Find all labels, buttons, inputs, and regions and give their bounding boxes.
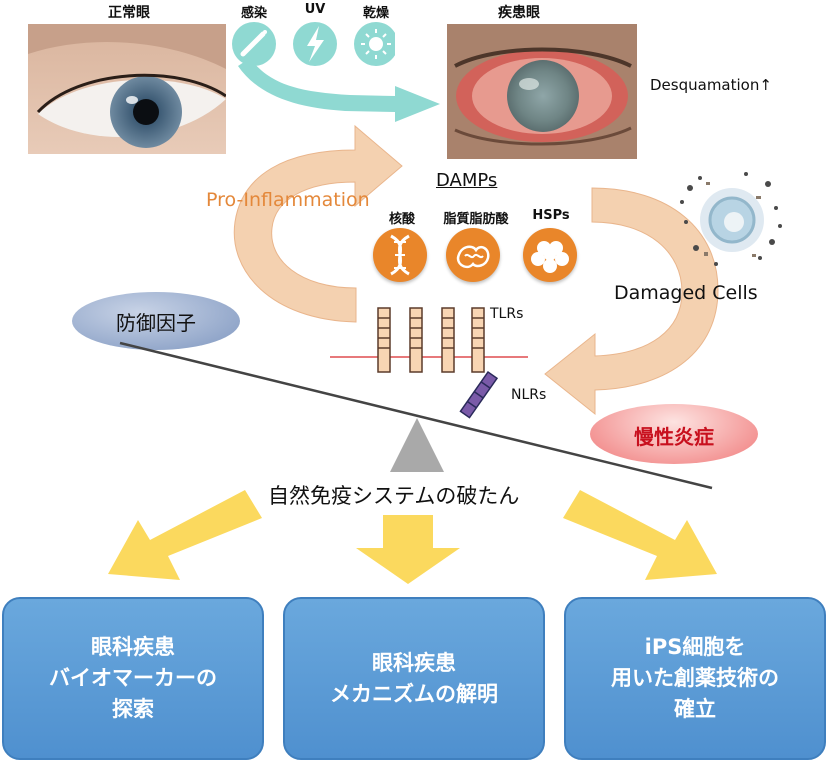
bacteria-icon: [232, 22, 276, 66]
lightning-icon: [293, 22, 337, 66]
factor-label-uv: UV: [304, 2, 326, 17]
outcome-text-biomarker: 眼科疾患 バイオマーカーの 探索: [49, 635, 217, 721]
factor-label-dryness: 乾燥: [362, 6, 389, 21]
diseased-eye-photo: [447, 24, 637, 159]
balance-beam: [119, 341, 713, 490]
outcome-text-ips: iPS細胞を 用いた創薬技術の 確立: [611, 635, 779, 721]
defense-factor-oval: 防御因子: [72, 292, 240, 350]
damaged-cells-label: Damaged Cells: [614, 282, 758, 304]
breakdown-label: 自然免疫システムの破たん: [268, 484, 520, 508]
pro-inflammation-arrow: [233, 124, 403, 323]
diseased-eye-label: 疾患眼: [498, 5, 540, 21]
outcome-box-mechanism: 眼科疾患 メカニズムの解明: [283, 597, 545, 760]
damp-label-nucleic-acid: 核酸: [388, 212, 415, 227]
sun-icon: [354, 22, 395, 66]
nlrs-label: NLRs: [511, 387, 547, 403]
factor-icons: [232, 22, 395, 66]
pro-inflammation-label: Pro-Inflammation: [206, 189, 370, 211]
desquamation-label: Desquamation↑: [650, 76, 772, 94]
outcome-box-biomarker: 眼科疾患 バイオマーカーの 探索: [2, 597, 264, 760]
damp-label-hsps: HSPs: [532, 208, 570, 223]
outcome-box-ips: iPS細胞を 用いた創薬技術の 確立: [564, 597, 826, 760]
dna-icon: [373, 228, 427, 282]
chronic-inflammation-label: 慢性炎症: [634, 425, 714, 449]
left-yellow-arrow: [108, 490, 262, 580]
normal-eye-photo: [28, 24, 226, 154]
tlrs-label: TLRs: [490, 306, 524, 322]
nlr-receptor: [459, 370, 499, 419]
outcome-text-mechanism: 眼科疾患 メカニズムの解明: [330, 650, 498, 706]
center-yellow-arrow: [356, 515, 460, 584]
hsp-icon: [523, 228, 577, 282]
right-yellow-arrow: [563, 490, 717, 580]
balance-fulcrum: [390, 418, 444, 472]
defense-factor-label: 防御因子: [116, 311, 196, 335]
receptor-diagram: [330, 307, 528, 419]
teal-arrow: [238, 58, 440, 122]
damps-title: DAMPs: [436, 170, 498, 191]
damp-label-lipid: 脂質脂肪酸: [443, 212, 509, 227]
chronic-inflammation-oval: 慢性炎症: [590, 404, 758, 464]
lipid-icon: [446, 228, 500, 282]
damaged-cells-arrow: [544, 187, 719, 416]
factor-label-infection: 感染: [240, 6, 267, 21]
tlr-receptors: [377, 307, 485, 373]
normal-eye-label: 正常眼: [108, 5, 150, 21]
damaged-cell-icon: [680, 172, 782, 266]
